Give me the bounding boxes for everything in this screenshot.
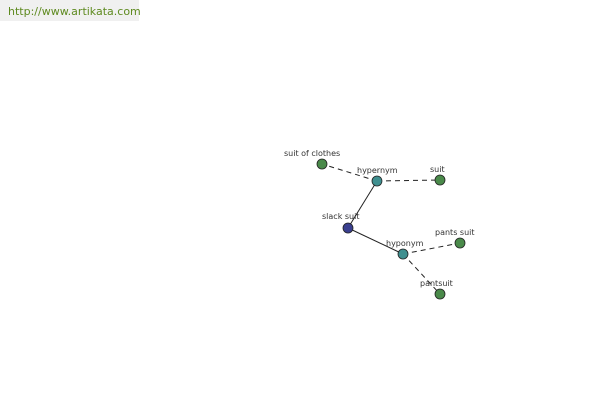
label-suit[interactable]: suit	[430, 165, 445, 174]
edge-slack-suit-to-hypernym	[347, 180, 378, 229]
edge-hypernym-to-suit-of-clothes	[321, 163, 378, 182]
label-pants-suit[interactable]: pants suit	[435, 228, 475, 237]
site-url-link[interactable]: http://www.artikata.com	[8, 5, 141, 18]
edge-hyponym-to-pants-suit	[402, 242, 461, 255]
node-hyponym[interactable]	[397, 248, 409, 260]
label-suit-of-clothes[interactable]: suit of clothes	[284, 149, 340, 158]
label-slack-suit[interactable]: slack suit	[322, 212, 359, 221]
edge-hypernym-to-suit	[376, 179, 441, 182]
node-pants-suit[interactable]	[454, 237, 466, 249]
node-slack-suit[interactable]	[342, 222, 354, 234]
label-hypernym[interactable]: hypernym	[357, 166, 398, 175]
node-suit[interactable]	[434, 174, 446, 186]
url-banner: http://www.artikata.com	[0, 0, 141, 21]
label-pantsuit[interactable]: pantsuit	[420, 279, 453, 288]
edge-hyponym-to-pantsuit	[402, 253, 441, 295]
edge-slack-suit-to-hyponym	[347, 227, 404, 255]
node-pantsuit[interactable]	[434, 288, 446, 300]
label-hyponym[interactable]: hyponym	[386, 239, 424, 248]
node-suit-of-clothes[interactable]	[316, 158, 328, 170]
node-hypernym[interactable]	[371, 175, 383, 187]
